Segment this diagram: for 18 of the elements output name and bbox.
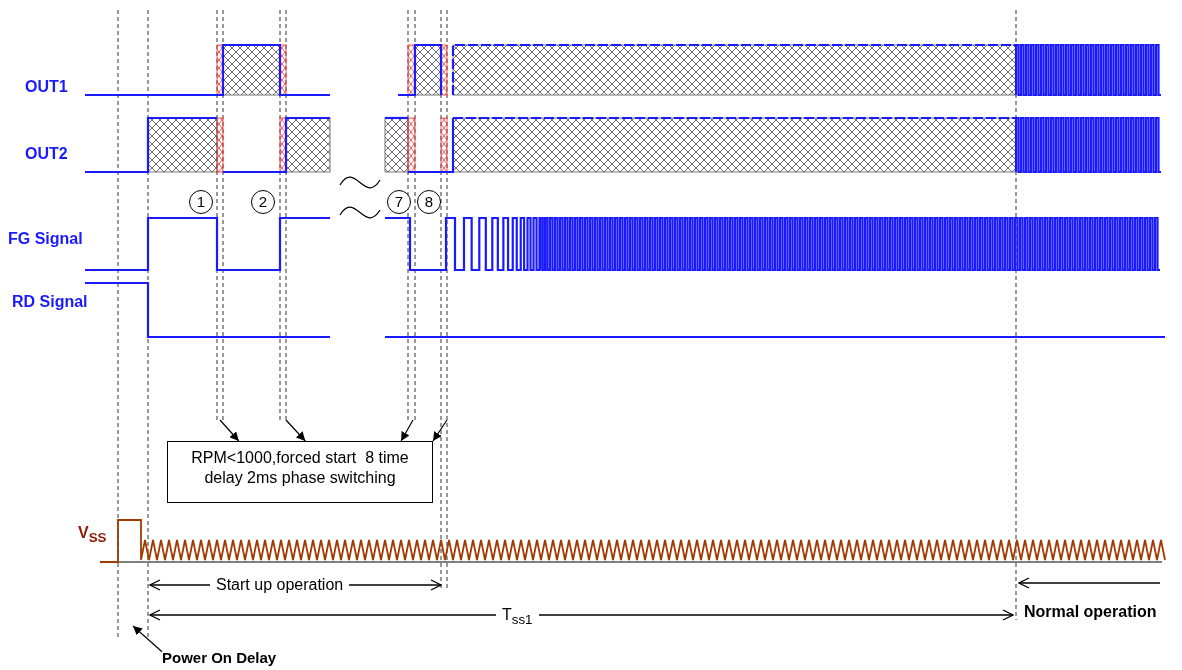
- note-box: RPM<1000,forced start 8 time delay 2ms phase switching: [167, 441, 433, 503]
- arrow: [400, 419, 414, 442]
- arrow: [285, 419, 306, 442]
- step-number: 2: [251, 190, 275, 214]
- signal-label: V$_{SS}$: [78, 524, 107, 546]
- arrow: [432, 419, 448, 442]
- dimension-text: Normal operation: [1024, 603, 1157, 621]
- annotation-text: Power On Delay: [162, 650, 277, 667]
- arrow: [132, 625, 163, 653]
- arrow: [219, 419, 240, 442]
- step-number: 1: [189, 190, 213, 214]
- signal-label: RD Signal: [12, 293, 88, 311]
- signal-label: FG Signal: [8, 230, 83, 248]
- step-number: 8: [417, 190, 441, 214]
- signal-label: OUT1: [25, 78, 68, 96]
- signal-label: OUT2: [25, 145, 68, 163]
- dimension-text: Start up operation: [210, 576, 350, 594]
- step-number: 7: [387, 190, 411, 214]
